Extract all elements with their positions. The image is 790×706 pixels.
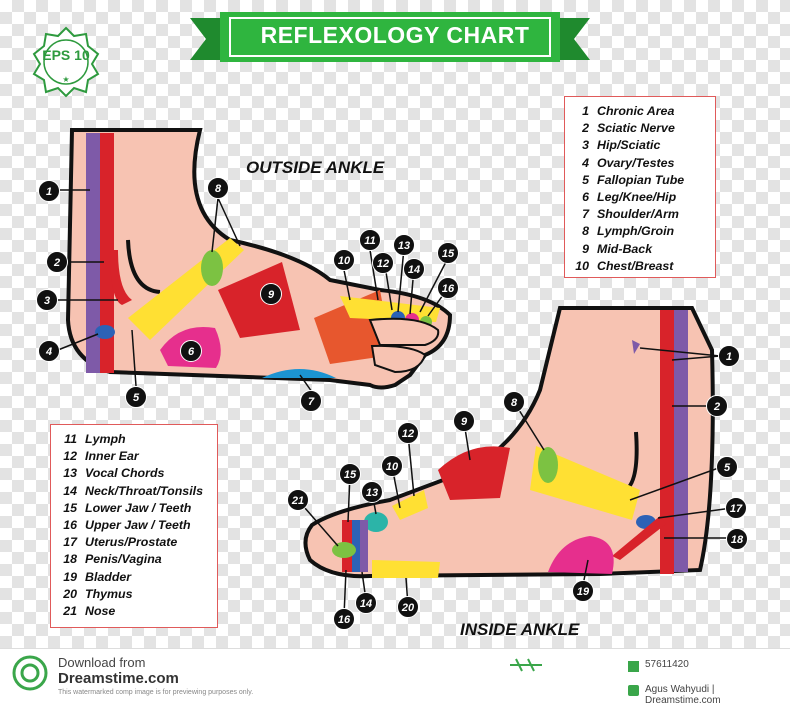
marker-21-inside: 21 xyxy=(287,489,309,511)
marker-1-inside: 1 xyxy=(718,345,740,367)
marker-11: 11 xyxy=(359,229,381,251)
marker-6: 6 xyxy=(180,340,202,362)
marker-14: 14 xyxy=(403,258,425,280)
marker-3: 3 xyxy=(36,289,58,311)
marker-8: 8 xyxy=(207,177,229,199)
outside-foot xyxy=(65,128,453,390)
copyright-icon xyxy=(628,685,639,696)
svg-text:★: ★ xyxy=(62,75,69,84)
marker-10-inside: 10 xyxy=(381,455,403,477)
marker-12-inside: 12 xyxy=(397,422,419,444)
marker-17-inside: 17 xyxy=(725,497,747,519)
marker-10: 10 xyxy=(333,249,355,271)
chart-title: REFLEXOLOGY CHART xyxy=(260,22,530,48)
inside-foot xyxy=(303,306,715,579)
image-id-text: 57611420 xyxy=(645,659,689,670)
watermark-footer: Download from Dreamstime.com This waterm… xyxy=(0,648,790,706)
marker-2: 2 xyxy=(46,251,68,273)
marker-20-inside: 20 xyxy=(397,596,419,618)
download-from-text: Download from xyxy=(58,655,146,670)
marker-15: 15 xyxy=(437,242,459,264)
title-banner xyxy=(190,12,590,62)
marker-1: 1 xyxy=(38,180,60,202)
marker-16-inside: 16 xyxy=(333,608,355,630)
marker-14-inside: 14 xyxy=(355,592,377,614)
disclaimer-text: This watermarked comp image is for previ… xyxy=(58,689,254,696)
eps-badge-label: EPS 10 xyxy=(42,47,90,63)
feet-illustration xyxy=(57,128,734,617)
marker-2-inside: 2 xyxy=(706,395,728,417)
dreamstime-site-text: Dreamstime.com xyxy=(58,670,179,687)
marker-5-inside: 5 xyxy=(716,456,738,478)
author-credit-text: Agus Wahyudi | Dreamstime.com xyxy=(645,684,721,706)
outside-ankle-label: OUTSIDE ANKLE xyxy=(246,158,385,177)
eps-badge-icon: ★ xyxy=(32,26,100,98)
marker-13-inside: 13 xyxy=(361,481,383,503)
marker-8-inside: 8 xyxy=(503,391,525,413)
marker-19-inside: 19 xyxy=(572,580,594,602)
marker-16: 16 xyxy=(437,277,459,299)
marker-13: 13 xyxy=(393,234,415,256)
marker-5: 5 xyxy=(125,386,147,408)
marker-4: 4 xyxy=(38,340,60,362)
marker-12: 12 xyxy=(372,252,394,274)
scissors-icon xyxy=(510,658,542,672)
dreamstime-logo-icon xyxy=(12,655,48,691)
marker-7: 7 xyxy=(300,390,322,412)
marker-9: 9 xyxy=(260,283,282,305)
id-icon xyxy=(628,661,639,672)
marker-18-inside: 18 xyxy=(726,528,748,550)
marker-9-inside: 9 xyxy=(453,410,475,432)
marker-15-inside: 15 xyxy=(339,463,361,485)
inside-ankle-label: INSIDE ANKLE xyxy=(460,620,580,639)
